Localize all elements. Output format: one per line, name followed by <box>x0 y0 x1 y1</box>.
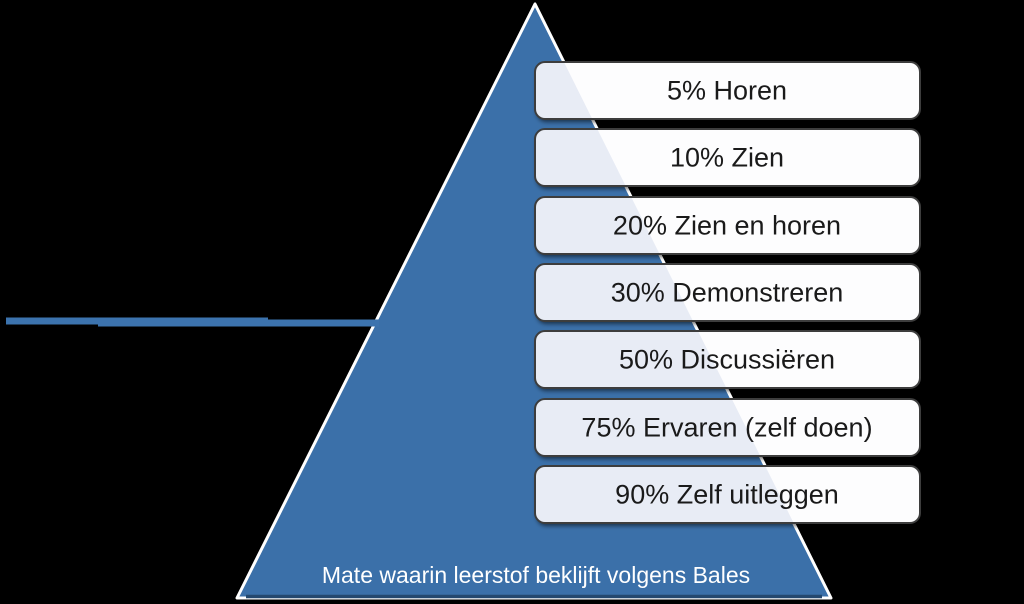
level-box-border <box>534 196 921 255</box>
level-labels: 5% Horen 10% Zien 20% Zien en horen 30% … <box>581 76 872 510</box>
level-box <box>535 62 920 119</box>
level-box <box>535 129 920 186</box>
level-box-border <box>534 330 921 389</box>
pyramid-overlap-tint <box>535 62 831 523</box>
level-label: 90% Zelf uitleggen <box>615 480 839 510</box>
level-label: 75% Ervaren (zelf doen) <box>581 413 872 443</box>
level-box-border <box>534 61 921 120</box>
pointer-line <box>6 317 379 327</box>
level-box-border <box>534 465 921 524</box>
level-box-border <box>534 128 921 187</box>
level-label: 50% Discussiëren <box>619 345 835 375</box>
level-box-border <box>534 263 921 322</box>
level-label: 10% Zien <box>670 143 784 173</box>
level-label: 20% Zien en horen <box>613 211 841 241</box>
level-label: 30% Demonstreren <box>611 278 844 308</box>
level-box-border <box>534 398 921 457</box>
level-label: 5% Horen <box>667 76 787 106</box>
pointer-line-segment <box>98 319 379 327</box>
level-boxes-border-layer <box>534 61 921 524</box>
pyramid-caption: Mate waarin leerstof beklijft volgens Ba… <box>322 562 750 588</box>
